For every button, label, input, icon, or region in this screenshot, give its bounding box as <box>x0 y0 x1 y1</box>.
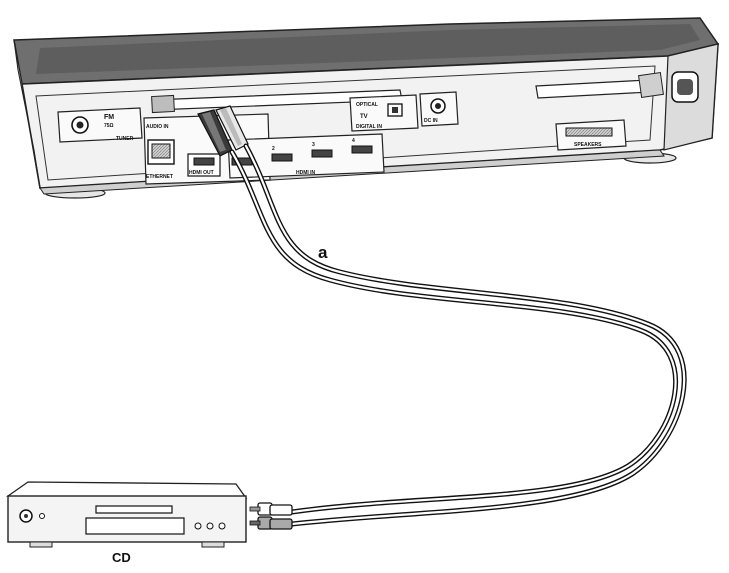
receiver-rca-plugs <box>197 105 249 157</box>
speakers-label: SPEAKERS <box>574 142 602 148</box>
hdmi-in-number-4: 4 <box>352 138 355 144</box>
receiver-panel-border <box>35 65 656 181</box>
rca-plug-white-cd <box>249 502 293 516</box>
optical-label: OPTICAL <box>356 102 378 108</box>
fm-antenna-rod <box>535 72 664 99</box>
hdmi-in-label: HDMI IN <box>296 170 316 176</box>
speaker-terminal <box>565 127 613 137</box>
cd-button-1 <box>194 522 202 530</box>
cd-standby-led <box>39 513 45 519</box>
cd-display <box>85 517 185 535</box>
rca-audio-cable <box>229 143 687 527</box>
cd-button-2 <box>206 522 214 530</box>
cd-player-foot-right <box>201 541 225 548</box>
hdmi-out-label: HDMI OUT <box>189 170 214 176</box>
cd-player <box>5 481 248 548</box>
hdmi-in-number-2: 2 <box>272 146 275 152</box>
hdmi-out-port <box>193 157 215 166</box>
power-inlet <box>671 71 699 103</box>
hdmi-in-section: 2 3 4 HDMI IN <box>227 133 385 179</box>
cd-rca-plugs <box>249 502 293 530</box>
receiver-top-shade <box>36 24 700 74</box>
hdmi-in-port-4 <box>351 145 373 154</box>
audio-in-label: AUDIO IN <box>146 124 169 130</box>
av-receiver: FM 75Ω TUNER AUDIO IN ETHERNET HDMI OUT <box>13 17 720 199</box>
fm-ohm-label: 75Ω <box>104 123 114 129</box>
speakers-section: SPEAKERS <box>555 119 627 151</box>
rca-plug-red-cd <box>249 516 293 530</box>
digital-in-label: DIGITAL IN <box>356 124 382 130</box>
cd-player-foot-left <box>29 541 53 548</box>
dc-in-label: DC IN <box>424 118 438 124</box>
cable-callout-label: a <box>318 243 328 262</box>
cd-button-3 <box>218 522 226 530</box>
receiver-left-side <box>13 39 41 189</box>
fm-label: FM <box>104 114 114 121</box>
tuner-section: FM 75Ω TUNER <box>57 107 143 143</box>
ethernet-label: ETHERNET <box>146 174 173 180</box>
hdmi-in-port-3 <box>311 149 333 158</box>
dc-in-section: DC IN <box>419 91 459 127</box>
hdmi-in-number-3: 3 <box>312 142 315 148</box>
hdmi-in-port-2 <box>271 153 293 162</box>
tv-label: TV <box>360 114 368 120</box>
digital-in-section: OPTICAL TV DIGITAL IN <box>349 94 419 132</box>
cd-player-label: CD <box>112 550 131 565</box>
cd-disc-tray <box>95 505 173 514</box>
tuner-label: TUNER <box>116 136 134 142</box>
